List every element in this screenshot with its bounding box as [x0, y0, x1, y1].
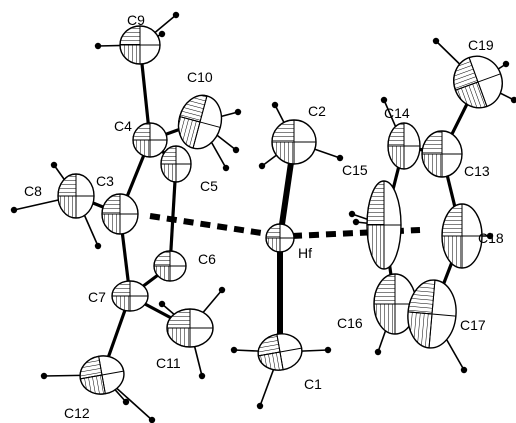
atom-hf — [265, 223, 295, 253]
atom-label-c2: C2 — [308, 103, 326, 119]
atom-label-c14: C14 — [384, 105, 410, 121]
atom-label-c10: C10 — [187, 69, 213, 85]
hydrogen-c11-3 — [218, 286, 226, 294]
hydrogen-c2-3 — [336, 154, 344, 162]
atom-c11 — [166, 308, 214, 348]
hydrogen-c1-1 — [230, 346, 238, 354]
hydrogen-c10-3 — [232, 146, 240, 154]
atoms-layer — [10, 11, 516, 423]
hydrogen-c12-2 — [122, 398, 130, 406]
atom-label-hf: Hf — [298, 245, 312, 261]
atom-c14 — [387, 122, 421, 170]
atom-label-c16: C16 — [337, 315, 363, 331]
atom-label-c15: C15 — [342, 162, 368, 178]
atom-c7 — [111, 280, 149, 312]
hydrogen-c19-3 — [502, 60, 510, 68]
hydrogen-c11-1 — [158, 300, 166, 308]
hydrogen-c14-1 — [380, 96, 388, 104]
hydrogen-c8-3 — [94, 242, 102, 250]
atom-label-c19: C19 — [468, 37, 494, 53]
atom-label-c17: C17 — [460, 317, 486, 333]
atom-c18 — [441, 203, 483, 269]
hydrogen-c15-2 — [352, 218, 360, 226]
hydrogen-c9-1 — [94, 42, 102, 50]
hydrogen-c19-2 — [510, 96, 516, 104]
hydrogen-c1-3 — [324, 346, 332, 354]
atom-label-c1: C1 — [304, 376, 322, 392]
atom-c3 — [101, 193, 139, 235]
hydrogen-c8-1 — [10, 206, 18, 214]
atom-label-c13: C13 — [464, 163, 490, 179]
atom-c9 — [119, 25, 161, 65]
hydrogen-c16-1 — [374, 348, 382, 356]
atom-c19 — [453, 55, 503, 109]
atom-label-c7: C7 — [88, 289, 106, 305]
atom-label-c6: C6 — [198, 251, 216, 267]
bond-hf-ring-left — [149, 213, 269, 237]
atom-label-c12: C12 — [64, 405, 90, 421]
hydrogen-c2-2 — [258, 162, 266, 170]
hydrogen-c8-2 — [50, 161, 58, 169]
hydrogen-c17-1 — [460, 366, 468, 374]
hydrogen-c11-2 — [198, 372, 206, 380]
atom-c10 — [177, 94, 223, 150]
hydrogen-c12-1 — [40, 372, 48, 380]
atom-c2 — [271, 119, 317, 165]
hydrogen-c2-1 — [271, 101, 279, 109]
atom-c13 — [421, 130, 463, 178]
hydrogen-c12-3 — [148, 416, 156, 423]
atom-label-c3: C3 — [96, 173, 114, 189]
hydrogen-c10-1 — [234, 108, 242, 116]
hydrogen-c9-2 — [172, 11, 180, 19]
labels-layer: HfC1C2C3C4C5C6C7C8C9C10C11C12C13C14C15C1… — [24, 12, 504, 421]
hydrogen-c15-1 — [348, 210, 356, 218]
hydrogen-c10-2 — [222, 164, 230, 172]
hydrogen-c1-2 — [256, 402, 264, 410]
atom-c5 — [160, 145, 192, 183]
atom-c1 — [257, 333, 303, 371]
atom-label-c9: C9 — [127, 12, 145, 28]
atom-c8 — [57, 173, 95, 219]
atom-c16 — [373, 273, 417, 335]
hydrogen-c9-3 — [158, 30, 166, 38]
atom-c6 — [153, 250, 187, 282]
atom-label-c11: C11 — [156, 355, 181, 371]
hydrogen-c19-1 — [432, 37, 440, 45]
atom-label-c5: C5 — [200, 178, 218, 194]
atom-c12 — [79, 355, 125, 395]
atom-label-c8: C8 — [24, 183, 42, 199]
atom-c17 — [407, 279, 457, 349]
atom-label-c4: C4 — [114, 118, 132, 134]
atom-label-c18: C18 — [478, 230, 504, 246]
atom-c4 — [132, 122, 168, 158]
atom-c15 — [366, 180, 402, 270]
hydrogen-c18-1 — [486, 232, 494, 240]
